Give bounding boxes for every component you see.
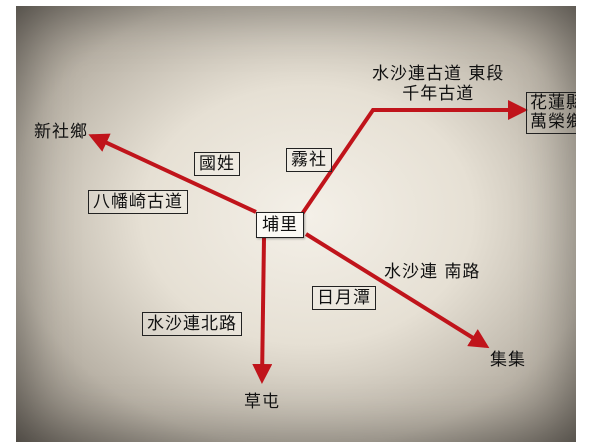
guoxing-label: 國姓	[194, 152, 240, 176]
xinshe-label: 新社鄉	[34, 122, 88, 142]
hualien-label: 花蓮縣 萬榮鄉	[526, 92, 576, 134]
hub-label: 埔里	[256, 212, 304, 238]
bafan-trail-label: 八幡崎古道	[88, 190, 188, 214]
sun-moon-lake-label: 日月潭	[312, 286, 376, 310]
route-to-xinshe	[88, 133, 257, 214]
jiji-label: 集集	[490, 350, 526, 370]
route-to-caotun	[252, 237, 273, 384]
hualien-line1: 花蓮縣	[530, 93, 576, 113]
route-to-jiji	[304, 232, 490, 349]
east-trail-line2: 千年古道	[402, 84, 475, 104]
north-road-label: 水沙連北路	[142, 312, 242, 336]
route-to-hualien	[300, 100, 528, 216]
caotun-label: 草屯	[244, 392, 280, 412]
east-trail-label: 水沙連古道 東段 千年古道	[372, 64, 504, 104]
route-lines	[88, 100, 528, 384]
wushe-label: 霧社	[286, 148, 332, 172]
east-trail-line1: 水沙連古道 東段	[372, 64, 505, 84]
route-map-photo: 埔里 新社鄉 國姓 八幡崎古道 霧社 水沙連古道 東段 千年古道 花蓮縣 萬榮鄉…	[16, 6, 576, 442]
south-road-label: 水沙連 南路	[384, 262, 481, 282]
hualien-line2: 萬榮鄉	[530, 112, 576, 132]
